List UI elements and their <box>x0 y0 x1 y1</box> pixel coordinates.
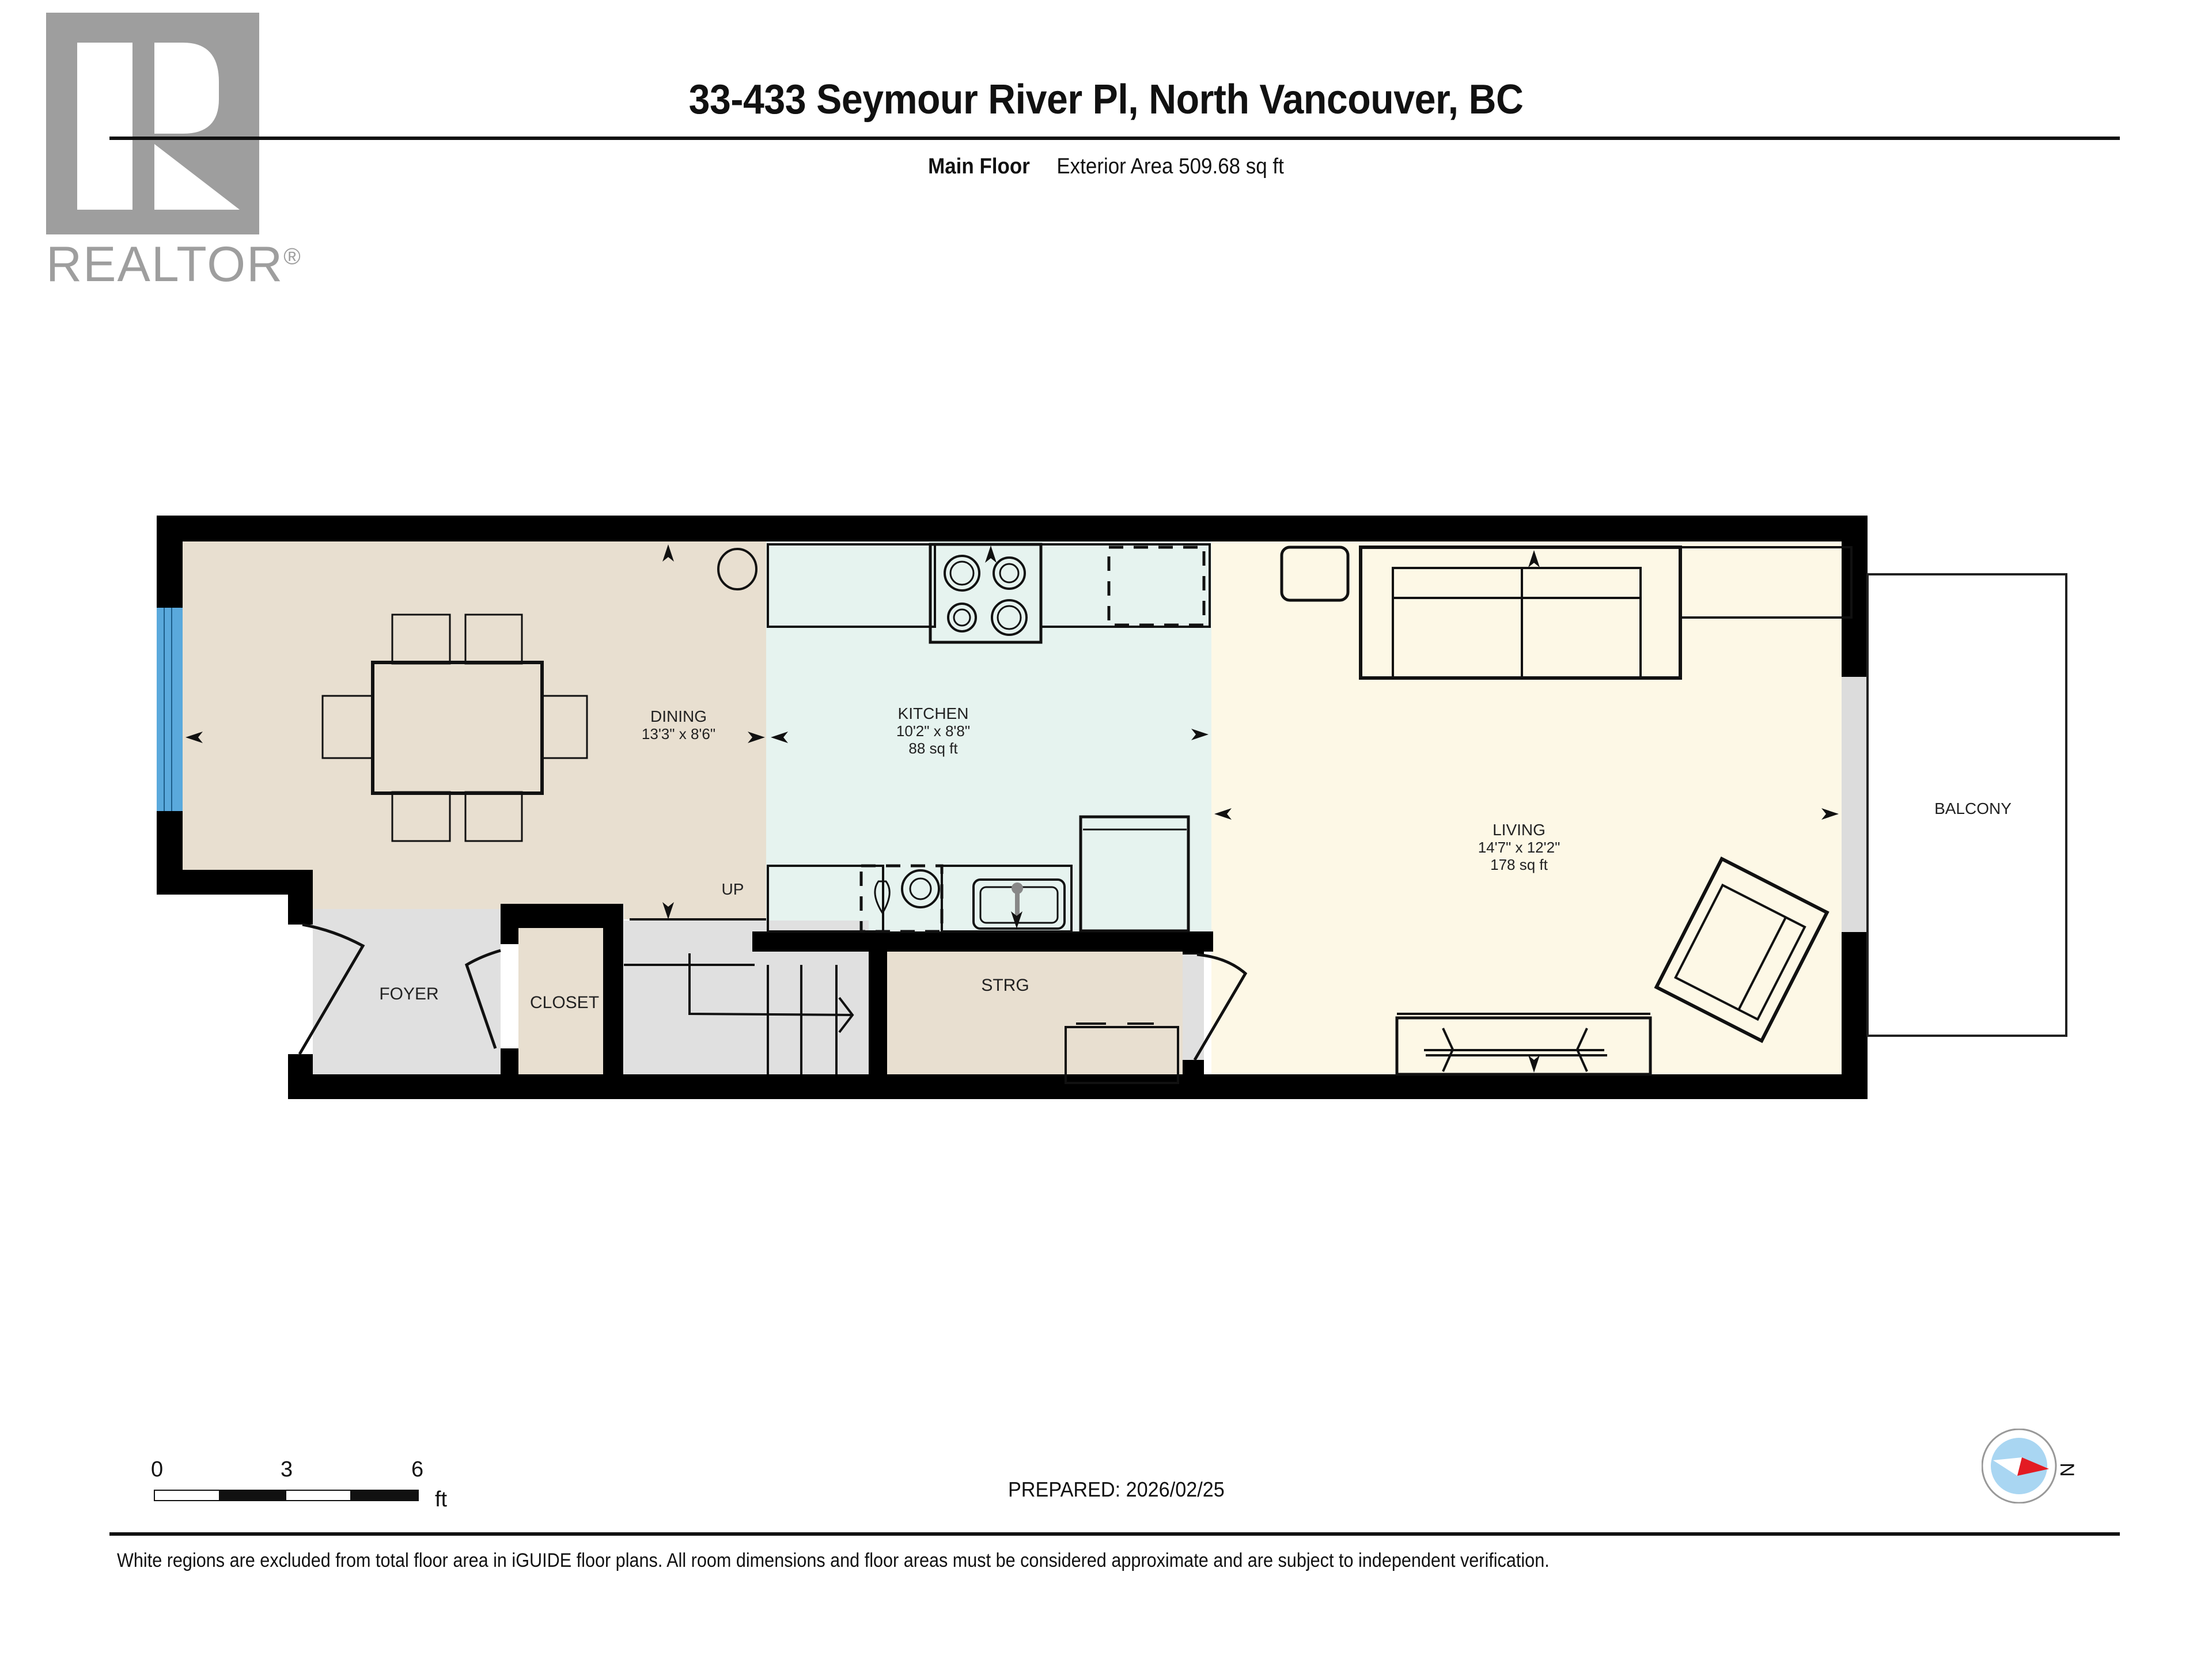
scale-tick-3: 3 <box>281 1457 293 1482</box>
dimension-arrows <box>185 544 1839 1073</box>
scale-bar: 0 3 6 ft <box>151 1457 474 1512</box>
room-fills <box>183 541 1842 1074</box>
scale-tick-0: 0 <box>151 1457 164 1482</box>
door-threshold <box>1183 955 1204 1060</box>
walls <box>157 516 1868 1099</box>
kitchen-area: 88 sq ft <box>908 740 958 757</box>
stairs <box>624 918 854 1074</box>
footer-disclaimer: White regions are excluded from total fl… <box>117 1550 1550 1571</box>
kitchen-label: KITCHEN <box>898 704 969 722</box>
logo-text: REALTOR <box>46 237 284 292</box>
dining-label: DINING <box>650 707 707 725</box>
prepared-date: PREPARED: 2026/02/25 <box>1008 1478 1225 1501</box>
compass-icon <box>1981 1428 2057 1504</box>
kitchen-furniture <box>767 543 1211 933</box>
page-title: 33-433 Seymour River Pl, North Vancouver… <box>688 77 1524 123</box>
compass-north-label: N <box>2055 1463 2078 1477</box>
kitchen-room-fill <box>766 541 1211 931</box>
storage-furniture <box>1065 1022 1179 1084</box>
dining-furniture <box>321 548 757 842</box>
living-furniture <box>1280 546 1853 1076</box>
window-left <box>157 608 183 811</box>
armchair-icon <box>1654 856 1830 1043</box>
living-dims: 14'7" x 12'2" <box>1478 839 1560 856</box>
scale-unit: ft <box>435 1487 448 1512</box>
doors <box>298 923 1248 1061</box>
front-door-swing <box>298 923 365 1055</box>
scale-bar-graphic <box>154 1490 419 1501</box>
realtor-r-icon <box>46 13 259 234</box>
exterior-area: Exterior Area 509.68 sq ft <box>1056 154 1284 179</box>
storage-fill <box>887 952 1183 1074</box>
floor-subtitle: Main Floor Exterior Area 509.68 sq ft <box>89 154 2124 179</box>
storage-door-swing <box>1193 953 1248 1061</box>
dishwasher-upper-icon <box>1107 546 1206 627</box>
scale-tick-6: 6 <box>411 1457 424 1482</box>
living-area: 178 sq ft <box>1490 856 1548 873</box>
balcony-outline <box>1866 573 2067 1037</box>
stairs-up-label: UP <box>722 880 744 898</box>
balcony-sliding-door <box>1842 677 1872 932</box>
registered-mark: ® <box>283 244 302 270</box>
closet-label: CLOSET <box>530 993 599 1012</box>
tv-icon <box>1424 1028 1607 1072</box>
fridge-icon <box>1079 815 1190 933</box>
compass: N <box>1981 1428 2078 1504</box>
living-label: LIVING <box>1493 821 1546 839</box>
kitchen-dims: 10'2" x 8'8" <box>896 722 970 740</box>
sink-icon <box>972 878 1066 930</box>
storage-label: STRG <box>981 976 1029 995</box>
footer-divider <box>109 1532 2120 1536</box>
dining-dims: 13'3" x 8'6" <box>642 725 715 743</box>
stair-direction-arrow <box>688 953 854 1033</box>
side-table-icon <box>1280 546 1350 602</box>
realtor-logo: REALTOR® <box>46 13 301 295</box>
foyer-label: FOYER <box>379 984 438 1003</box>
title-divider <box>109 137 2120 140</box>
closet-fill <box>518 928 603 1074</box>
balcony-label: BALCONY <box>1934 800 2012 817</box>
dining-room-fill <box>183 541 766 933</box>
closet-door-swing <box>464 949 501 1049</box>
tv-stand-icon <box>1395 1016 1652 1076</box>
living-room-fill <box>1211 541 1842 1074</box>
floor-name: Main Floor <box>928 154 1030 179</box>
room-labels: DINING 13'3" x 8'6" KITCHEN 10'2" x 8'8"… <box>379 704 2012 1012</box>
